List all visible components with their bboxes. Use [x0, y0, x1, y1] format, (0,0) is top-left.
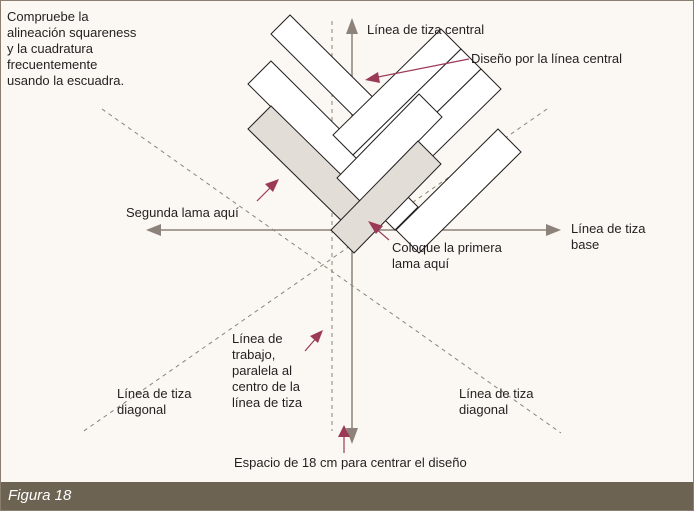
caption-bar: Figura 18 [1, 482, 693, 510]
second-plank-arrowhead [265, 179, 279, 192]
planks-right-wing [330, 28, 522, 254]
base-chalk-line-arrow-right [546, 224, 561, 236]
label-diagonal-right: Línea de tiza diagonal [459, 386, 534, 417]
label-base-chalk-line: Línea de tiza base [571, 221, 646, 252]
plank-first-shaded [330, 140, 442, 254]
design-center-arrowhead [365, 72, 380, 83]
spacing-arrowhead [338, 425, 350, 437]
label-spacing: Espacio de 18 cm para centrar el diseño [234, 455, 467, 470]
diagram-canvas [80, 14, 562, 453]
plank-right-lower-2 [336, 93, 443, 202]
label-second-plank: Segunda lama aquí [126, 205, 239, 220]
label-working-line: Línea de trabajo, paralela al centro de … [232, 331, 303, 410]
label-diagonal-left: Línea de tiza diagonal [117, 386, 192, 417]
label-first-plank: Coloque la primera lama aquí [392, 240, 502, 271]
base-chalk-line-arrow-left [146, 224, 161, 236]
center-chalk-line-arrow-top [346, 18, 358, 34]
label-design-center-line: Diseño por la línea central [471, 51, 623, 66]
plank-right-lower-1 [395, 128, 522, 254]
center-chalk-line-arrow-bottom [346, 428, 358, 444]
annotation-arrows [256, 58, 470, 453]
label-center-chalk-line: Línea de tiza central [367, 22, 485, 37]
working-line-arrowhead [310, 330, 323, 343]
diagonal-chalk-line-ne-sw [80, 108, 548, 434]
first-plank-arrowhead [368, 221, 383, 234]
design-center-arrow-line [372, 58, 470, 79]
label-check-squareness: Compruebe la alineación squareness y la … [7, 9, 137, 88]
figure-caption: Figura 18 [8, 487, 72, 504]
